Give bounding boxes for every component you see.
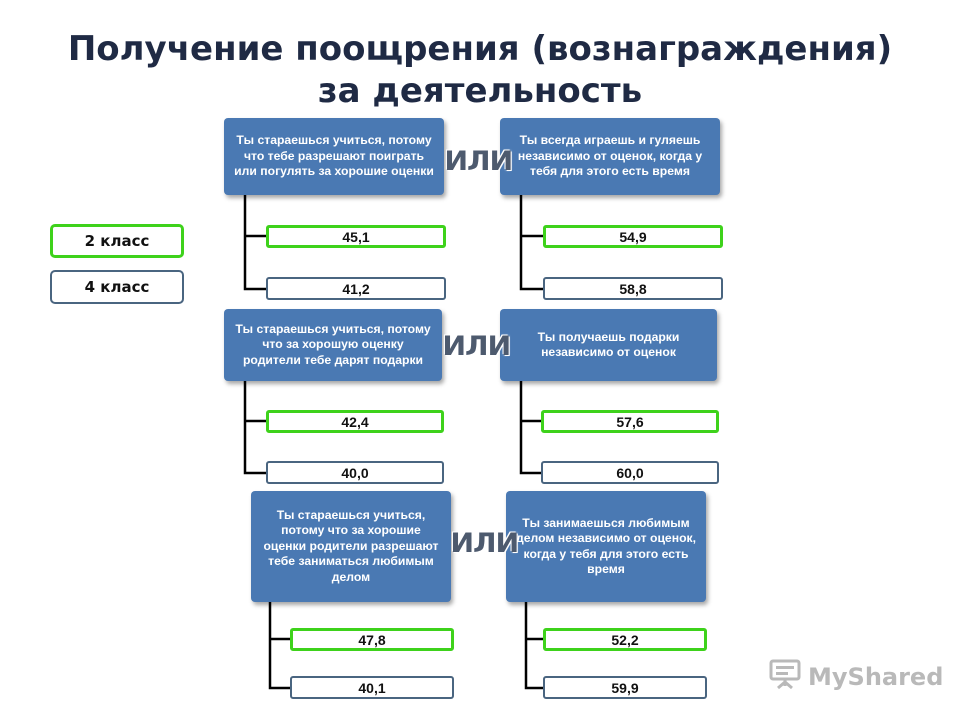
watermark: MyShared	[768, 658, 943, 695]
option-box-r3-left: Ты стараешься учиться, потому что за хор…	[251, 491, 451, 602]
legend-grade-4: 4 класс	[50, 270, 184, 304]
value-r3-right-grade2: 52,2	[543, 628, 707, 651]
legend-grade-2: 2 класс	[50, 224, 184, 258]
value-r2-left-grade2: 42,4	[266, 410, 444, 433]
option-box-r3-right: Ты занимаешься любимым делом независимо …	[506, 491, 706, 602]
or-label-r3: ИЛИ	[450, 528, 519, 559]
value-r1-left-grade4: 41,2	[266, 277, 446, 300]
value-r1-left-grade2: 45,1	[266, 225, 446, 248]
option-box-r2-right: Ты получаешь подарки независимо от оцено…	[500, 309, 717, 381]
connector-r1-right	[519, 194, 545, 291]
connector-r3-left	[268, 601, 292, 690]
value-r2-left-grade4: 40,0	[266, 461, 444, 484]
value-r3-right-grade4: 59,9	[543, 676, 707, 699]
title-line-1: Получение поощрения (вознаграждения)	[67, 29, 893, 69]
connector-r1-left	[243, 194, 268, 291]
connector-r2-left	[243, 380, 268, 475]
value-r3-left-grade4: 40,1	[290, 676, 454, 699]
title-line-2: за деятельность	[317, 71, 643, 111]
or-label-r1: ИЛИ	[444, 146, 513, 177]
watermark-text: MyShared	[808, 662, 944, 691]
connector-r3-right	[524, 601, 546, 690]
value-r2-right-grade2: 57,6	[541, 410, 719, 433]
or-label-r2: ИЛИ	[442, 331, 511, 362]
option-box-r1-left: Ты стараешься учиться, потому что тебе р…	[224, 118, 444, 195]
option-box-r2-left: Ты стараешься учиться, потому что за хор…	[224, 309, 442, 381]
option-box-r1-right: Ты всегда играешь и гуляешь независимо о…	[500, 118, 720, 195]
page-title: Получение поощрения (вознаграждения) за …	[0, 28, 960, 112]
presentation-board-icon	[768, 658, 802, 695]
value-r3-left-grade2: 47,8	[290, 628, 454, 651]
connector-r2-right	[519, 380, 545, 475]
value-r2-right-grade4: 60,0	[541, 461, 719, 484]
value-r1-right-grade4: 58,8	[543, 277, 723, 300]
value-r1-right-grade2: 54,9	[543, 225, 723, 248]
